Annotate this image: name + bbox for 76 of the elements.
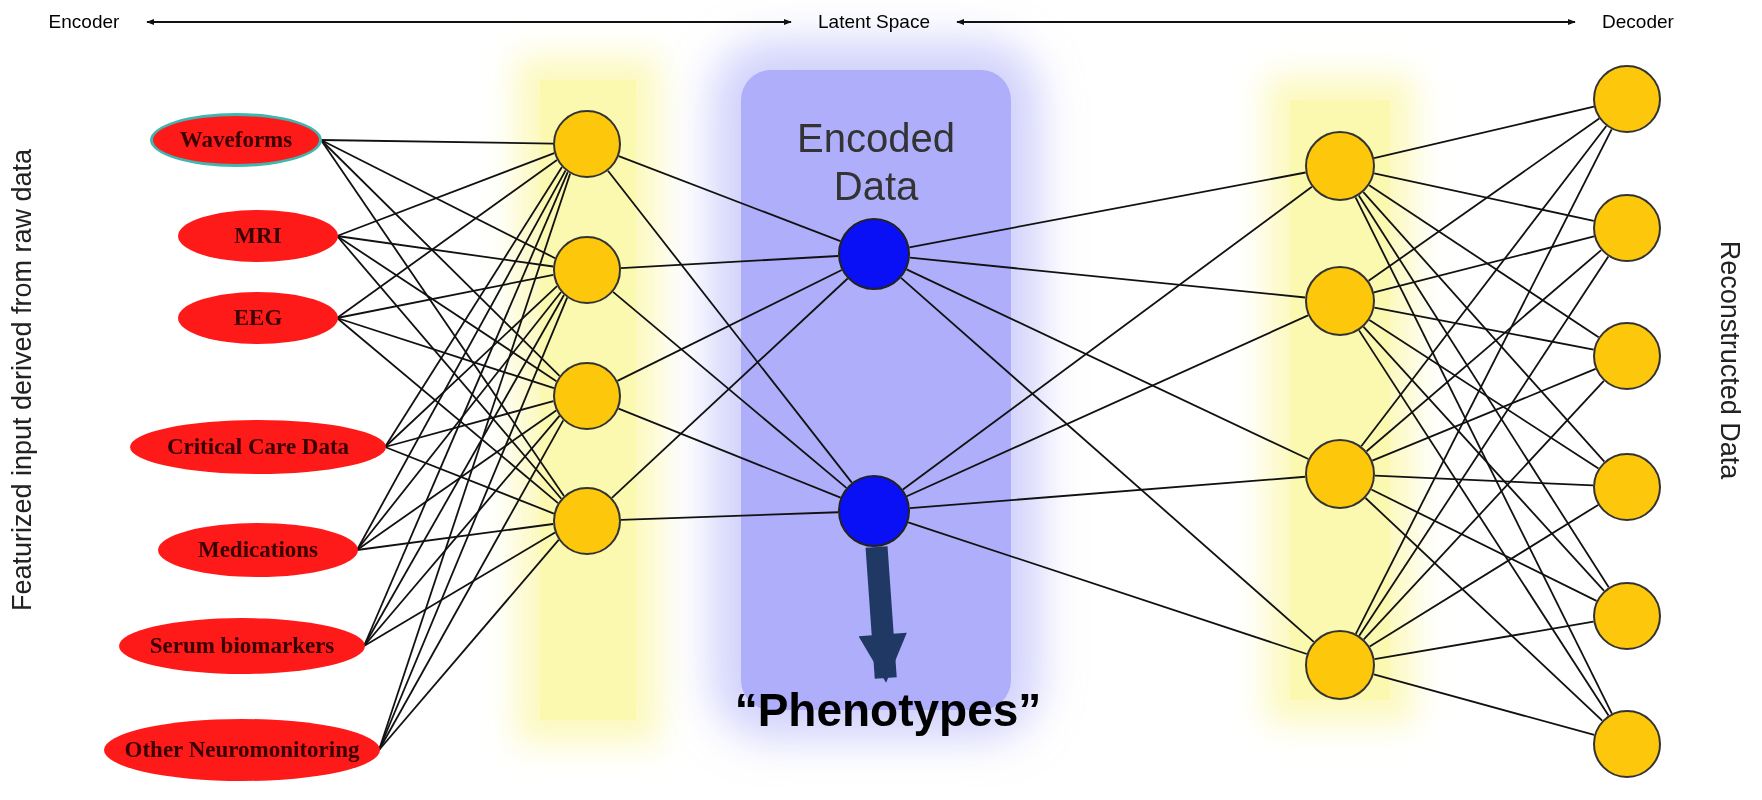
axis-label: Featurized input derived from raw data [5,148,38,612]
connection-line [1362,325,1605,592]
input-ellipse: Critical Care Data [130,420,386,474]
connection-line [1373,306,1595,351]
band-title: Encoded Data [796,115,956,210]
connection-line [1372,673,1596,736]
double-arrow [146,18,792,26]
section-heading: Encoder [39,8,129,36]
connection-line [336,317,559,505]
connection-line [320,139,565,497]
connection-line [1358,329,1610,717]
connection-line [908,256,1307,299]
connection-line [620,511,839,521]
connection-line [1373,620,1595,660]
connection-line [616,269,843,382]
connection-line [1373,172,1595,222]
connection-line [1357,194,1610,589]
connection-line [1371,368,1597,462]
connection-line [907,521,1308,655]
connection-line [909,475,1306,510]
connection-line [620,255,839,269]
connection-line [336,235,563,500]
connection-line [617,407,842,499]
connection-line [1362,380,1605,641]
connection-line [336,159,558,319]
connection-line [384,446,555,515]
connection-line [363,531,556,647]
connection-line [363,415,561,647]
section-heading: Latent Space [809,8,939,36]
connection-line [1360,125,1608,448]
connection-line [1374,474,1594,487]
connection-line [1373,235,1595,294]
connection-line [356,409,558,551]
input-ellipse: Serum biomarkers [119,618,365,674]
phenotypes-text: “Phenotypes” [738,682,1038,738]
connection-line [320,139,554,145]
connection-line [902,185,1313,491]
connection-line [320,139,561,377]
connection-line [900,276,1315,643]
connection-line [336,152,556,237]
connection-line [1364,497,1604,722]
connection-line [384,400,555,448]
connection-line [1367,117,1601,282]
connection-line [1354,196,1613,715]
input-ellipse: Medications [158,523,358,577]
connection-line [1354,128,1613,635]
connection-line [905,268,1310,460]
axis-label: Reconstructed Data [1714,240,1747,480]
connection-line [356,291,562,551]
connection-line [607,169,853,484]
connection-line [1365,249,1603,453]
connection-line [336,317,555,390]
connection-line [384,285,558,448]
connection-line [1373,105,1595,159]
connection-line [320,139,556,260]
section-heading: Decoder [1593,8,1683,36]
connection-line [908,171,1307,249]
connection-line [356,523,555,551]
input-ellipse: MRI [178,210,338,262]
input-ellipse: Other Neuromonitoring [104,719,380,781]
input-ellipse: EEG [178,292,338,344]
double-arrow [956,18,1576,26]
connection-line [336,235,558,383]
connection-line [378,538,560,751]
connection-line [1358,255,1610,637]
connection-line [1370,488,1598,602]
connection-line [905,314,1309,498]
connection-line [1368,319,1600,470]
connection-line [336,274,555,319]
connection-line [1368,504,1599,648]
connection-line [1362,191,1606,463]
block-arrow [858,546,907,683]
connection-line [617,155,842,242]
connection-line [336,235,555,268]
connection-line [1368,184,1600,339]
input-ellipse: Waveforms [150,113,322,167]
